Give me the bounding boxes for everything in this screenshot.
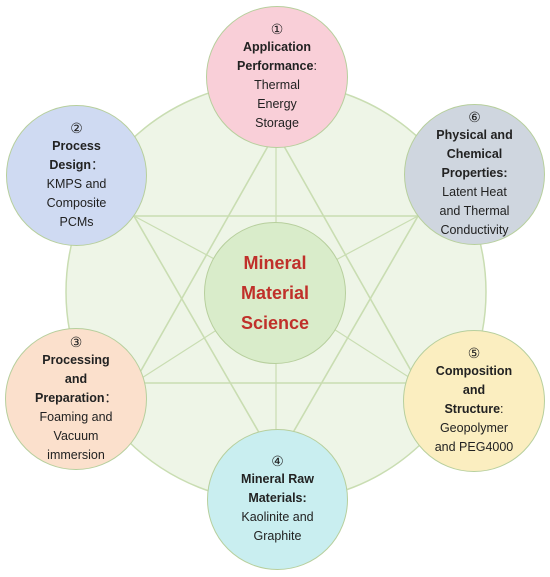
node-number: ② xyxy=(70,119,83,136)
node-title-line: Physical and xyxy=(436,128,513,142)
node-application-performance: ① Application Performance: Thermal Energ… xyxy=(206,6,348,148)
node-number: ④ xyxy=(271,453,284,469)
node-title-line: Chemical xyxy=(446,147,503,161)
node-title-line: Process xyxy=(52,138,101,153)
node-title-line: and xyxy=(462,383,486,397)
node-title-text: Design xyxy=(49,157,92,172)
node-desc-line: PCMs xyxy=(59,214,94,229)
center-line-3: Science xyxy=(240,313,310,333)
node-desc-line: Storage xyxy=(255,116,299,130)
center-line-2: Material xyxy=(240,283,310,303)
node-desc-line: and Thermal xyxy=(439,204,510,218)
node-title-line: Application xyxy=(242,40,312,54)
node-desc-line: KMPS and xyxy=(46,176,107,191)
node-processing-preparation: ③ Processing and Preparation： Foaming an… xyxy=(5,328,147,470)
node-physical-chemical-properties: ⑥ Physical and Chemical Properties: Late… xyxy=(404,104,545,245)
node-title-text: Structure xyxy=(444,402,501,416)
node-desc-line: Energy xyxy=(257,97,297,111)
node-number: ③ xyxy=(69,333,83,350)
node-title-line: Preparation： xyxy=(35,389,117,408)
node-desc-line: Thermal xyxy=(254,78,300,92)
node-title-suffix: ： xyxy=(104,390,117,405)
node-title-suffix: ： xyxy=(91,157,104,172)
node-desc-line: and PEG4000 xyxy=(434,440,514,454)
node-number: ⑤ xyxy=(467,345,481,361)
node-desc-line: Conductivity xyxy=(440,223,509,237)
node-desc-line: immersion xyxy=(47,447,105,462)
node-desc-line: Graphite xyxy=(253,529,302,543)
node-title-line: and xyxy=(64,371,88,386)
node-desc-line: Vacuum xyxy=(53,428,99,443)
node-title-text: Performance xyxy=(237,59,314,73)
node-title-line: Mineral Raw xyxy=(241,472,314,486)
node-desc-line: Latent Heat xyxy=(442,185,507,199)
node-number: ① xyxy=(270,21,284,37)
node-title-line: Performance: xyxy=(237,57,317,76)
node-title-line: Design： xyxy=(49,156,103,175)
node-title-line: Properties: xyxy=(441,166,508,180)
center-line-1: Mineral xyxy=(243,253,307,273)
node-desc-line: Foaming and xyxy=(39,409,113,424)
node-title-line: Processing xyxy=(42,352,110,367)
node-title-suffix: : xyxy=(500,402,504,416)
node-title-line: Materials: xyxy=(248,491,307,505)
node-title-line: Composition xyxy=(435,364,513,378)
center-node: Mineral Material Science xyxy=(204,222,346,364)
node-title-suffix: : xyxy=(313,59,317,73)
node-composition-structure: ⑤ Composition and Structure: Geopolymer … xyxy=(403,330,545,472)
node-mineral-raw-materials: ④ Mineral Raw Materials: Kaolinite and G… xyxy=(207,429,348,570)
node-title-text: Preparation xyxy=(35,390,105,405)
node-title-line: Structure: xyxy=(444,400,503,419)
node-desc-line: Kaolinite and xyxy=(241,510,314,524)
node-desc-line: Geopolymer xyxy=(439,421,509,435)
node-process-design: ② Process Design： KMPS and Composite PCM… xyxy=(6,105,147,246)
node-number: ⑥ xyxy=(468,109,481,125)
node-desc-line: Composite xyxy=(46,195,107,210)
